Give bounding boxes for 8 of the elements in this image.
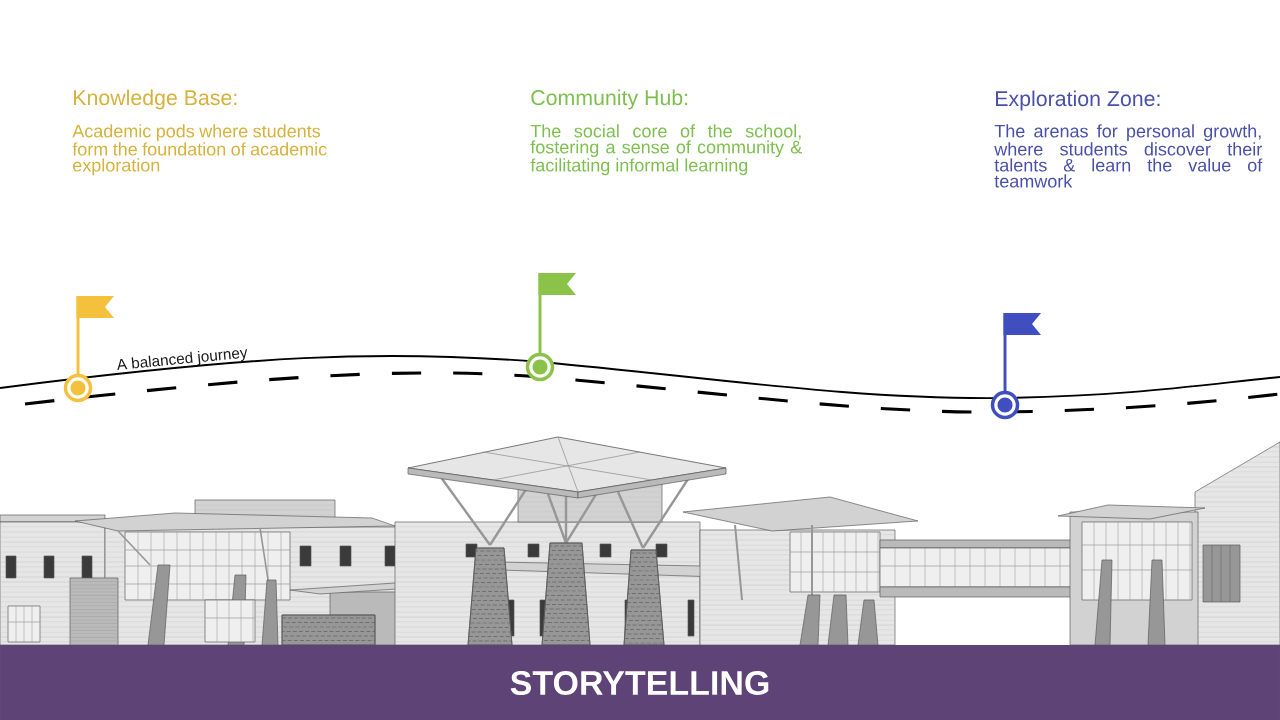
heading: Knowledge Base: <box>74 89 237 110</box>
description-text: Academic pods where students form the foundation of academic exploration <box>72 124 327 176</box>
title-band: STORYTELLING <box>0 645 1280 720</box>
description-text: The social core of the school, fostering a sense of community & facilitating informal learning <box>530 124 802 176</box>
description-text: The arenas for personal growth, where students discover their talents & learn the value of teamwork <box>994 124 1263 188</box>
heading: Exploration Zone: <box>996 90 1160 111</box>
heading: Community Hub: <box>531 89 688 110</box>
curve-label: A balanced journey <box>117 349 248 370</box>
